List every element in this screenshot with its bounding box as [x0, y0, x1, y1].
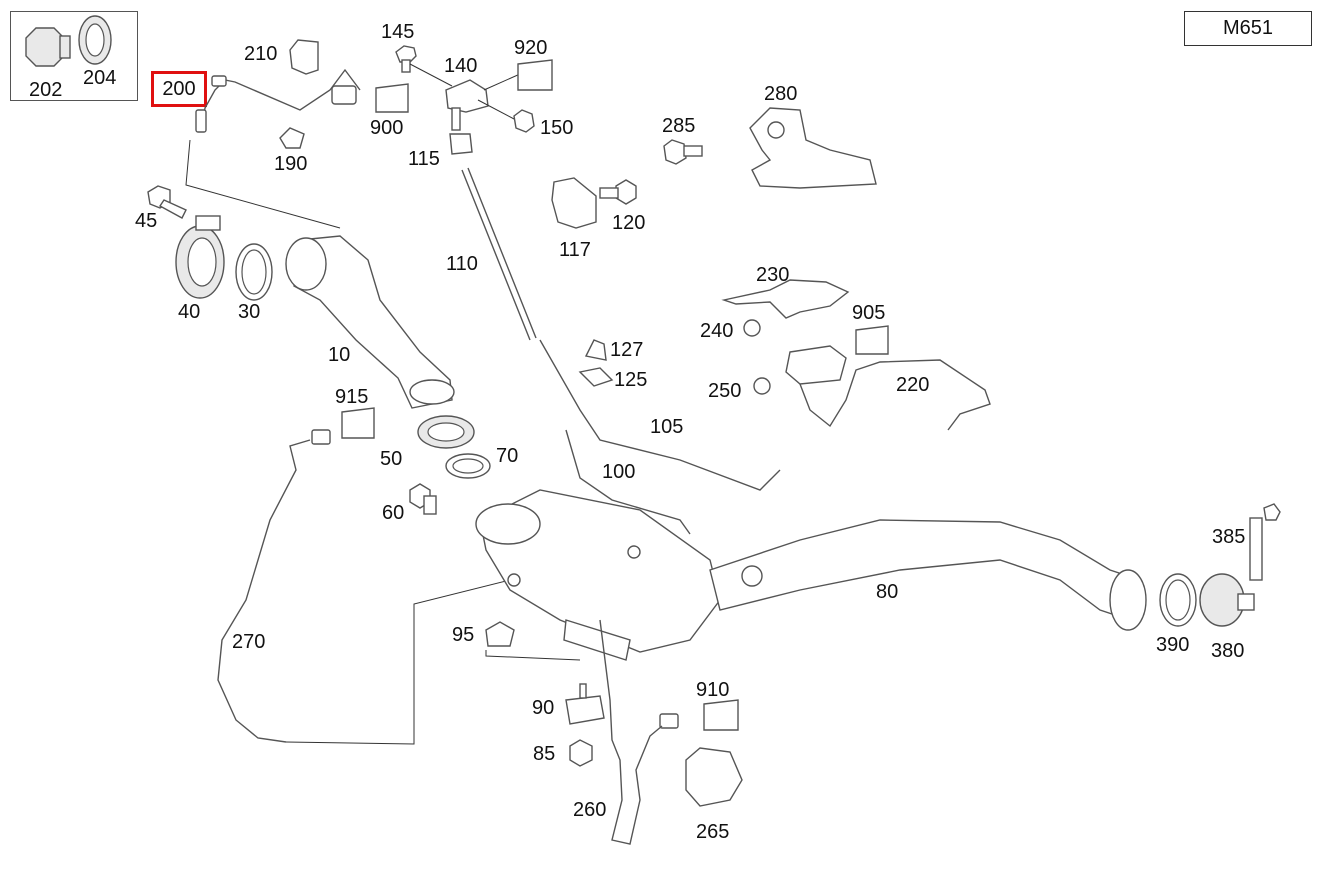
part-204-washer[interactable] — [78, 15, 112, 65]
part-connector-900[interactable] — [331, 83, 409, 113]
part-125-clip[interactable] — [578, 367, 614, 387]
part-270-cable[interactable] — [217, 439, 311, 743]
part-115-clamp[interactable] — [449, 133, 473, 155]
label-905: 905 — [852, 302, 885, 324]
part-265-sensor[interactable] — [685, 747, 743, 807]
part-202-plug[interactable] — [25, 27, 71, 67]
label-120: 120 — [612, 212, 645, 234]
label-910: 910 — [696, 679, 729, 701]
part-250-screw[interactable] — [753, 377, 771, 395]
part-70-gasket[interactable] — [445, 453, 491, 479]
label-380: 380 — [1211, 640, 1244, 662]
label-30: 30 — [238, 301, 260, 323]
label-260: 260 — [573, 799, 606, 821]
part-920-tag[interactable] — [517, 59, 553, 91]
part-127-grommet[interactable] — [584, 339, 607, 361]
part-190-clip[interactable] — [279, 127, 305, 149]
part-10-pipe[interactable] — [285, 235, 455, 409]
highlighted-part-label[interactable]: 200 — [151, 71, 207, 107]
part-220-sensor-module[interactable] — [785, 345, 991, 431]
label-85: 85 — [533, 743, 555, 765]
label-390: 390 — [1156, 634, 1189, 656]
label-70: 70 — [496, 445, 518, 467]
part-240-screw[interactable] — [743, 319, 761, 337]
label-240: 240 — [700, 320, 733, 342]
label-220: 220 — [896, 374, 929, 396]
part-dpf-canister[interactable] — [475, 489, 721, 653]
label-10: 10 — [328, 344, 350, 366]
label-265: 265 — [696, 821, 729, 843]
part-230-bracket[interactable] — [721, 279, 850, 319]
label-270: 270 — [232, 631, 265, 653]
part-105-pipe[interactable] — [539, 339, 781, 491]
label-900: 900 — [370, 117, 403, 139]
label-920: 920 — [514, 37, 547, 59]
label-150: 150 — [540, 117, 573, 139]
label-145: 145 — [381, 21, 414, 43]
label-100: 100 — [602, 461, 635, 483]
part-60-bolt[interactable] — [409, 483, 437, 515]
part-40-clamp[interactable] — [175, 215, 225, 299]
part-910-connector[interactable] — [659, 713, 679, 729]
label-45: 45 — [135, 210, 157, 232]
label-915: 915 — [335, 386, 368, 408]
label-280: 280 — [764, 83, 797, 105]
part-117-bracket[interactable] — [551, 177, 597, 229]
part-110-rod[interactable] — [461, 167, 537, 341]
label-105: 105 — [650, 416, 683, 438]
part-145-bolt[interactable] — [395, 45, 417, 73]
model-code-box: M651 — [1184, 11, 1312, 46]
part-100-pipe[interactable] — [565, 429, 691, 535]
part-80-pipe[interactable] — [709, 519, 1147, 631]
part-50-clamp[interactable] — [417, 415, 475, 449]
part-45-bolt[interactable] — [147, 185, 187, 219]
label-385: 385 — [1212, 526, 1245, 548]
part-95-grommet[interactable] — [485, 621, 515, 647]
part-200-sensor[interactable] — [195, 68, 361, 133]
part-285-bolt[interactable] — [663, 139, 703, 165]
label-285: 285 — [662, 115, 695, 137]
part-280-bracket[interactable] — [749, 107, 877, 189]
label-250: 250 — [708, 380, 741, 402]
part-915-tag[interactable] — [341, 407, 375, 439]
label-60: 60 — [382, 502, 404, 524]
label-80: 80 — [876, 581, 898, 603]
label-90: 90 — [532, 697, 554, 719]
label-202: 202 — [29, 79, 62, 101]
label-50: 50 — [380, 448, 402, 470]
part-915-connector[interactable] — [311, 429, 331, 445]
part-210-clip[interactable] — [289, 39, 319, 75]
label-125: 125 — [614, 369, 647, 391]
part-910-tag[interactable] — [703, 699, 739, 731]
label-140: 140 — [444, 55, 477, 77]
part-260-hose[interactable] — [599, 619, 663, 845]
label-127: 127 — [610, 339, 643, 361]
label-110: 110 — [446, 253, 478, 275]
part-380-clamp[interactable] — [1199, 573, 1255, 627]
part-905-tag[interactable] — [855, 325, 889, 355]
part-390-gasket[interactable] — [1159, 573, 1197, 627]
part-150-nut[interactable] — [513, 109, 535, 133]
label-117: 117 — [559, 239, 591, 261]
label-115: 115 — [408, 148, 440, 170]
part-30-gasket[interactable] — [235, 243, 273, 301]
label-95: 95 — [452, 624, 474, 646]
part-90-rubber-mount[interactable] — [565, 683, 605, 725]
label-204: 204 — [83, 67, 116, 89]
label-230: 230 — [756, 264, 789, 286]
part-385-bolt[interactable] — [1249, 503, 1281, 581]
label-210: 210 — [244, 43, 277, 65]
part-140-sensor-bracket[interactable] — [445, 79, 489, 131]
part-120-bolt[interactable] — [599, 179, 637, 205]
part-mount-bracket[interactable] — [563, 619, 631, 661]
label-40: 40 — [178, 301, 200, 323]
label-190: 190 — [274, 153, 307, 175]
part-85-nut[interactable] — [569, 739, 593, 767]
